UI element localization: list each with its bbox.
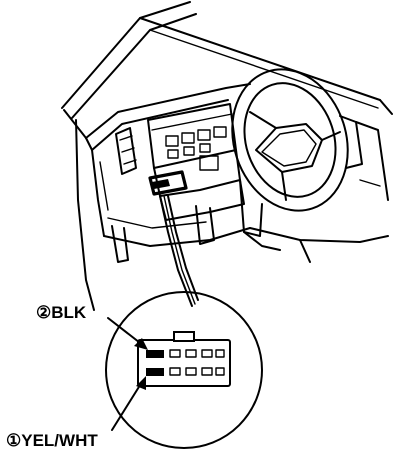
magnified-connector-view xyxy=(105,291,263,449)
pin-yel-wht xyxy=(146,368,164,376)
blk-leader xyxy=(107,317,145,347)
right-dash xyxy=(249,115,389,263)
yel-wht-leader xyxy=(111,381,143,431)
blk-arrowhead xyxy=(134,338,148,350)
connector-housing xyxy=(137,339,231,387)
leader-arrows xyxy=(107,317,148,431)
windshield-frame xyxy=(61,1,393,139)
dashboard xyxy=(75,83,251,311)
yel-wht-arrowhead xyxy=(136,376,146,390)
center-console xyxy=(147,103,245,245)
callout-blk: ②BLK xyxy=(36,303,87,322)
steering-wheel xyxy=(231,68,349,251)
pin-blk xyxy=(146,350,164,358)
harness-lead xyxy=(159,195,199,307)
callout-yel-wht: ①YEL/WHT xyxy=(6,431,98,450)
